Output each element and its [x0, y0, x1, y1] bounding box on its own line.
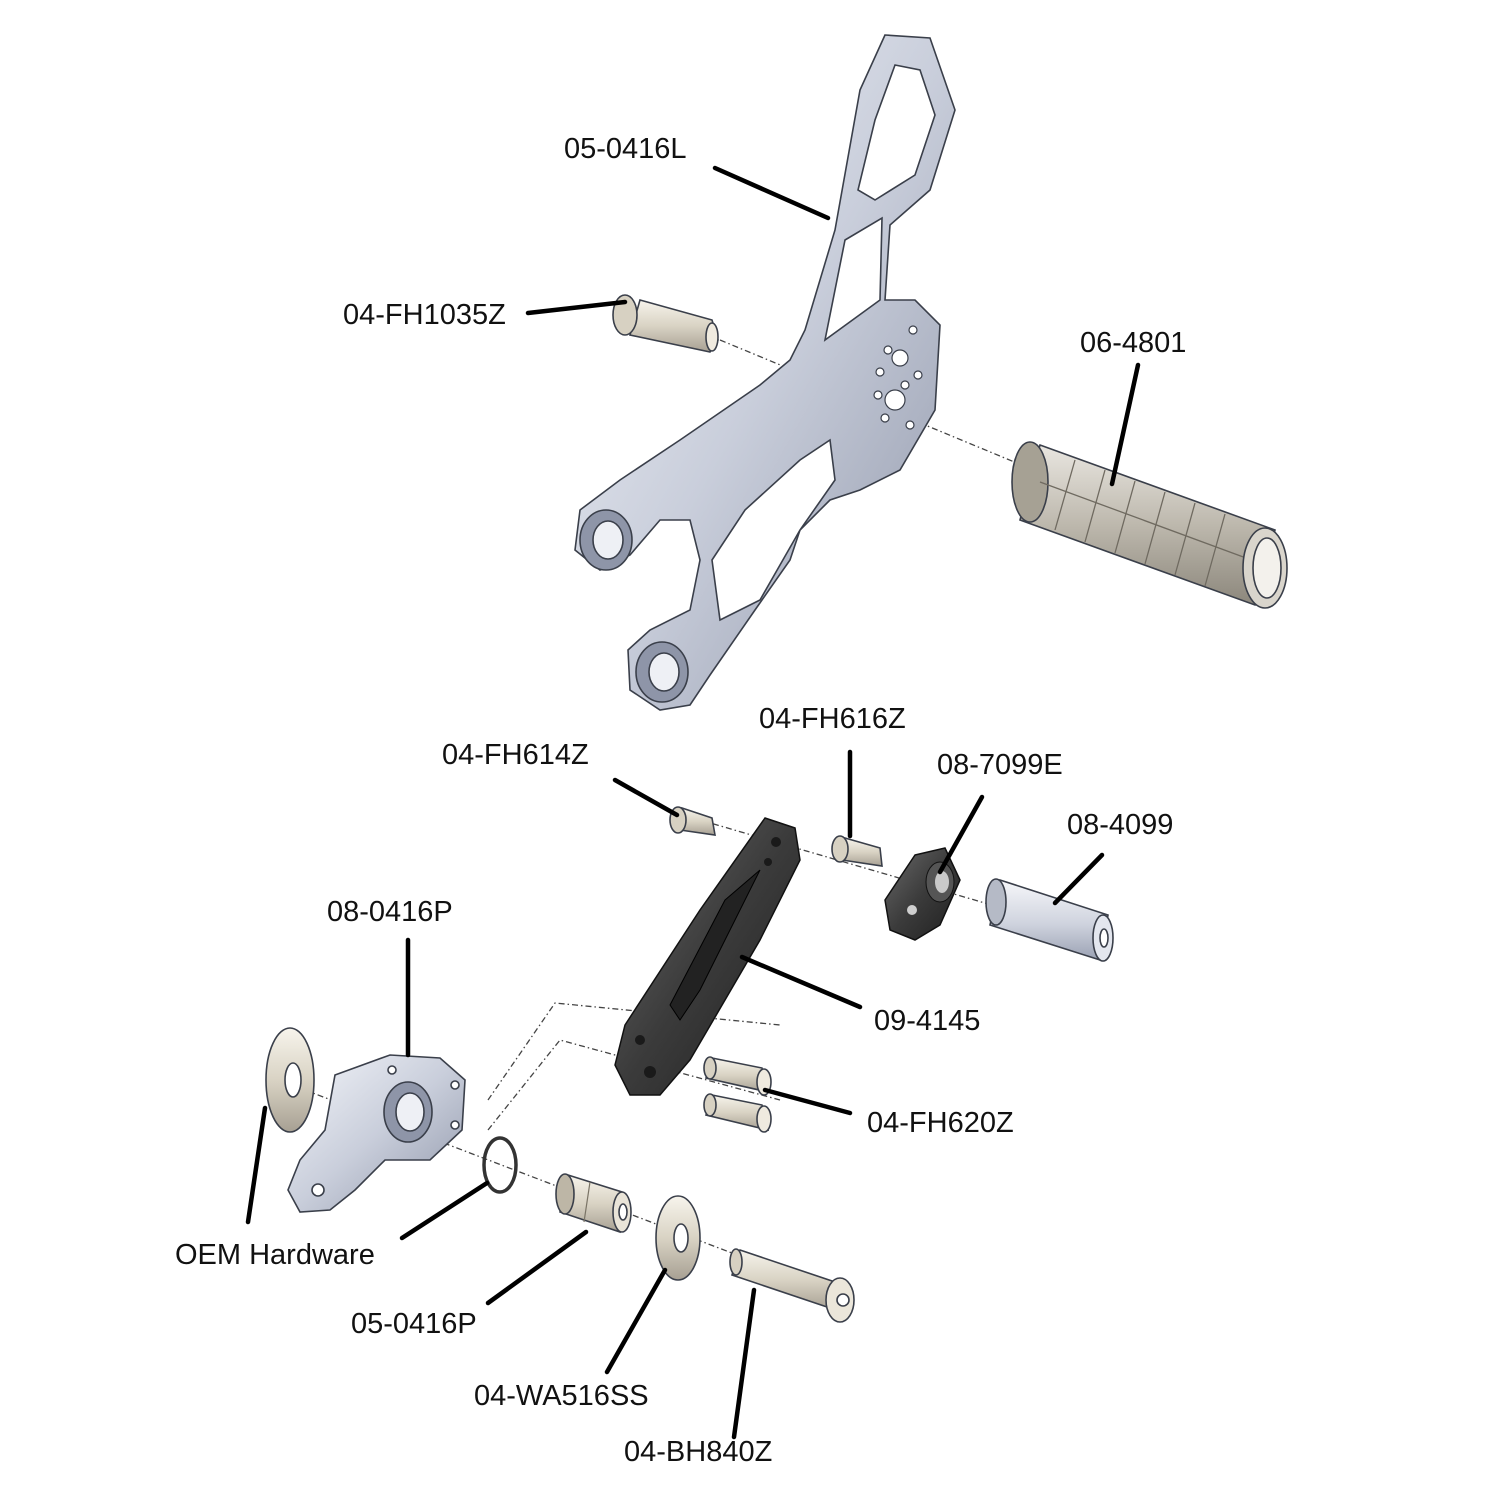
label-link-plate: 09-4145: [874, 1005, 980, 1037]
washer-part: [655, 1195, 701, 1281]
label-oem-hardware: OEM Hardware: [175, 1239, 375, 1271]
label-rearset-plate: 05-0416L: [564, 133, 687, 165]
leader-eccentric: [937, 794, 985, 875]
pivot-arm-part: [287, 1054, 466, 1213]
leader-lines: [245, 165, 1141, 1440]
mount-bolt-part: [831, 835, 883, 867]
leader-o-ring: [399, 1180, 490, 1241]
label-link-bolts: 04-FH620Z: [867, 1107, 1014, 1139]
label-pivot-bolt: 04-BH840Z: [624, 1436, 772, 1468]
rearset-plate-part: [574, 34, 956, 711]
label-washer: 04-WA516SS: [474, 1380, 649, 1412]
label-foot-peg: 06-4801: [1080, 327, 1186, 359]
spacer-part: [985, 878, 1114, 962]
link-bolts-part: [703, 1056, 772, 1133]
o-ring-part: [482, 1136, 518, 1194]
part-labels: 05-0416L 04-FH1035Z 06-4801 04-FH614Z 04…: [175, 133, 1186, 1468]
label-mount-bolt: 04-FH616Z: [759, 703, 906, 735]
label-plate-bolt: 04-FH1035Z: [343, 299, 506, 331]
pivot-bolt-part: [729, 1248, 855, 1323]
eccentric-part: [884, 847, 961, 941]
leader-oem-hardware: [245, 1105, 268, 1225]
foot-peg-part: [1011, 441, 1288, 609]
leader-rearset-plate: [712, 165, 831, 221]
leader-link-bolt-upper: [612, 777, 680, 818]
leader-plate-bolt: [525, 299, 628, 316]
label-spacer: 08-4099: [1067, 809, 1173, 841]
leader-washer: [604, 1267, 668, 1375]
label-pivot-arm: 08-0416P: [327, 896, 453, 928]
label-link-bolt-upper: 04-FH614Z: [442, 739, 589, 771]
label-eccentric: 08-7099E: [937, 749, 1063, 781]
oem-washer-part: [265, 1027, 315, 1133]
link-bolt-upper-part: [669, 806, 716, 836]
leader-link-bolts: [762, 1087, 853, 1116]
leader-pivot-bolt: [731, 1287, 757, 1440]
leader-pivot-bushing: [485, 1229, 589, 1306]
label-pivot-bushing: 05-0416P: [351, 1308, 477, 1340]
leader-link-plate: [739, 954, 863, 1010]
leader-foot-peg: [1109, 362, 1141, 487]
link-plate-part: [614, 817, 801, 1096]
plate-bolt-part: [612, 294, 719, 353]
pivot-bushing-part: [555, 1173, 632, 1234]
leader-spacer: [1052, 852, 1105, 906]
